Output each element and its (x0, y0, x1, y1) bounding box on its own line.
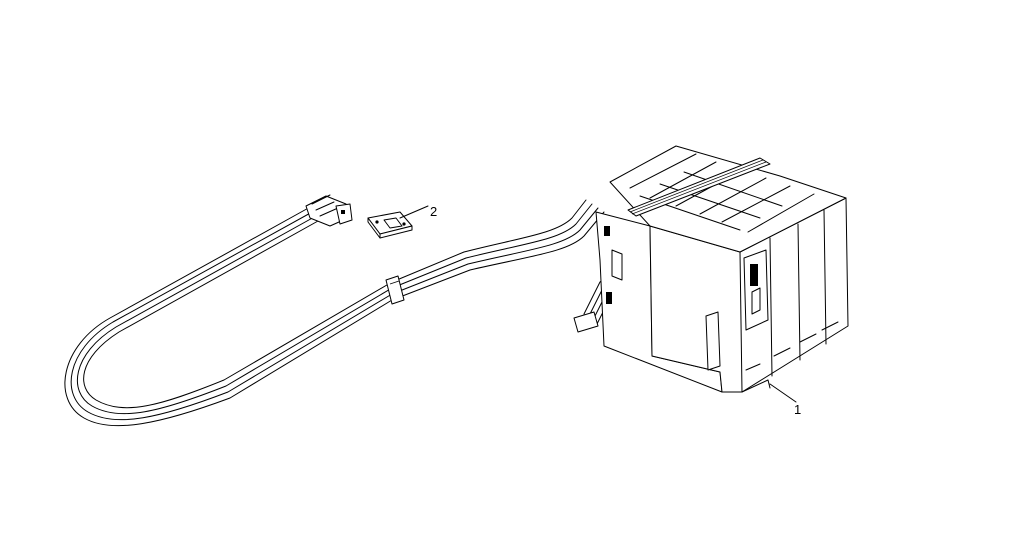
leader-line-1 (769, 383, 797, 403)
main-assembly (595, 145, 849, 403)
leader-line-2 (399, 205, 429, 219)
ribbon-cable (64, 199, 605, 427)
small-plug (573, 311, 599, 333)
callout-2: 2 (430, 204, 437, 219)
callout-1: 1 (794, 402, 801, 417)
cable-connector (305, 194, 353, 227)
sensor-board (367, 205, 429, 239)
